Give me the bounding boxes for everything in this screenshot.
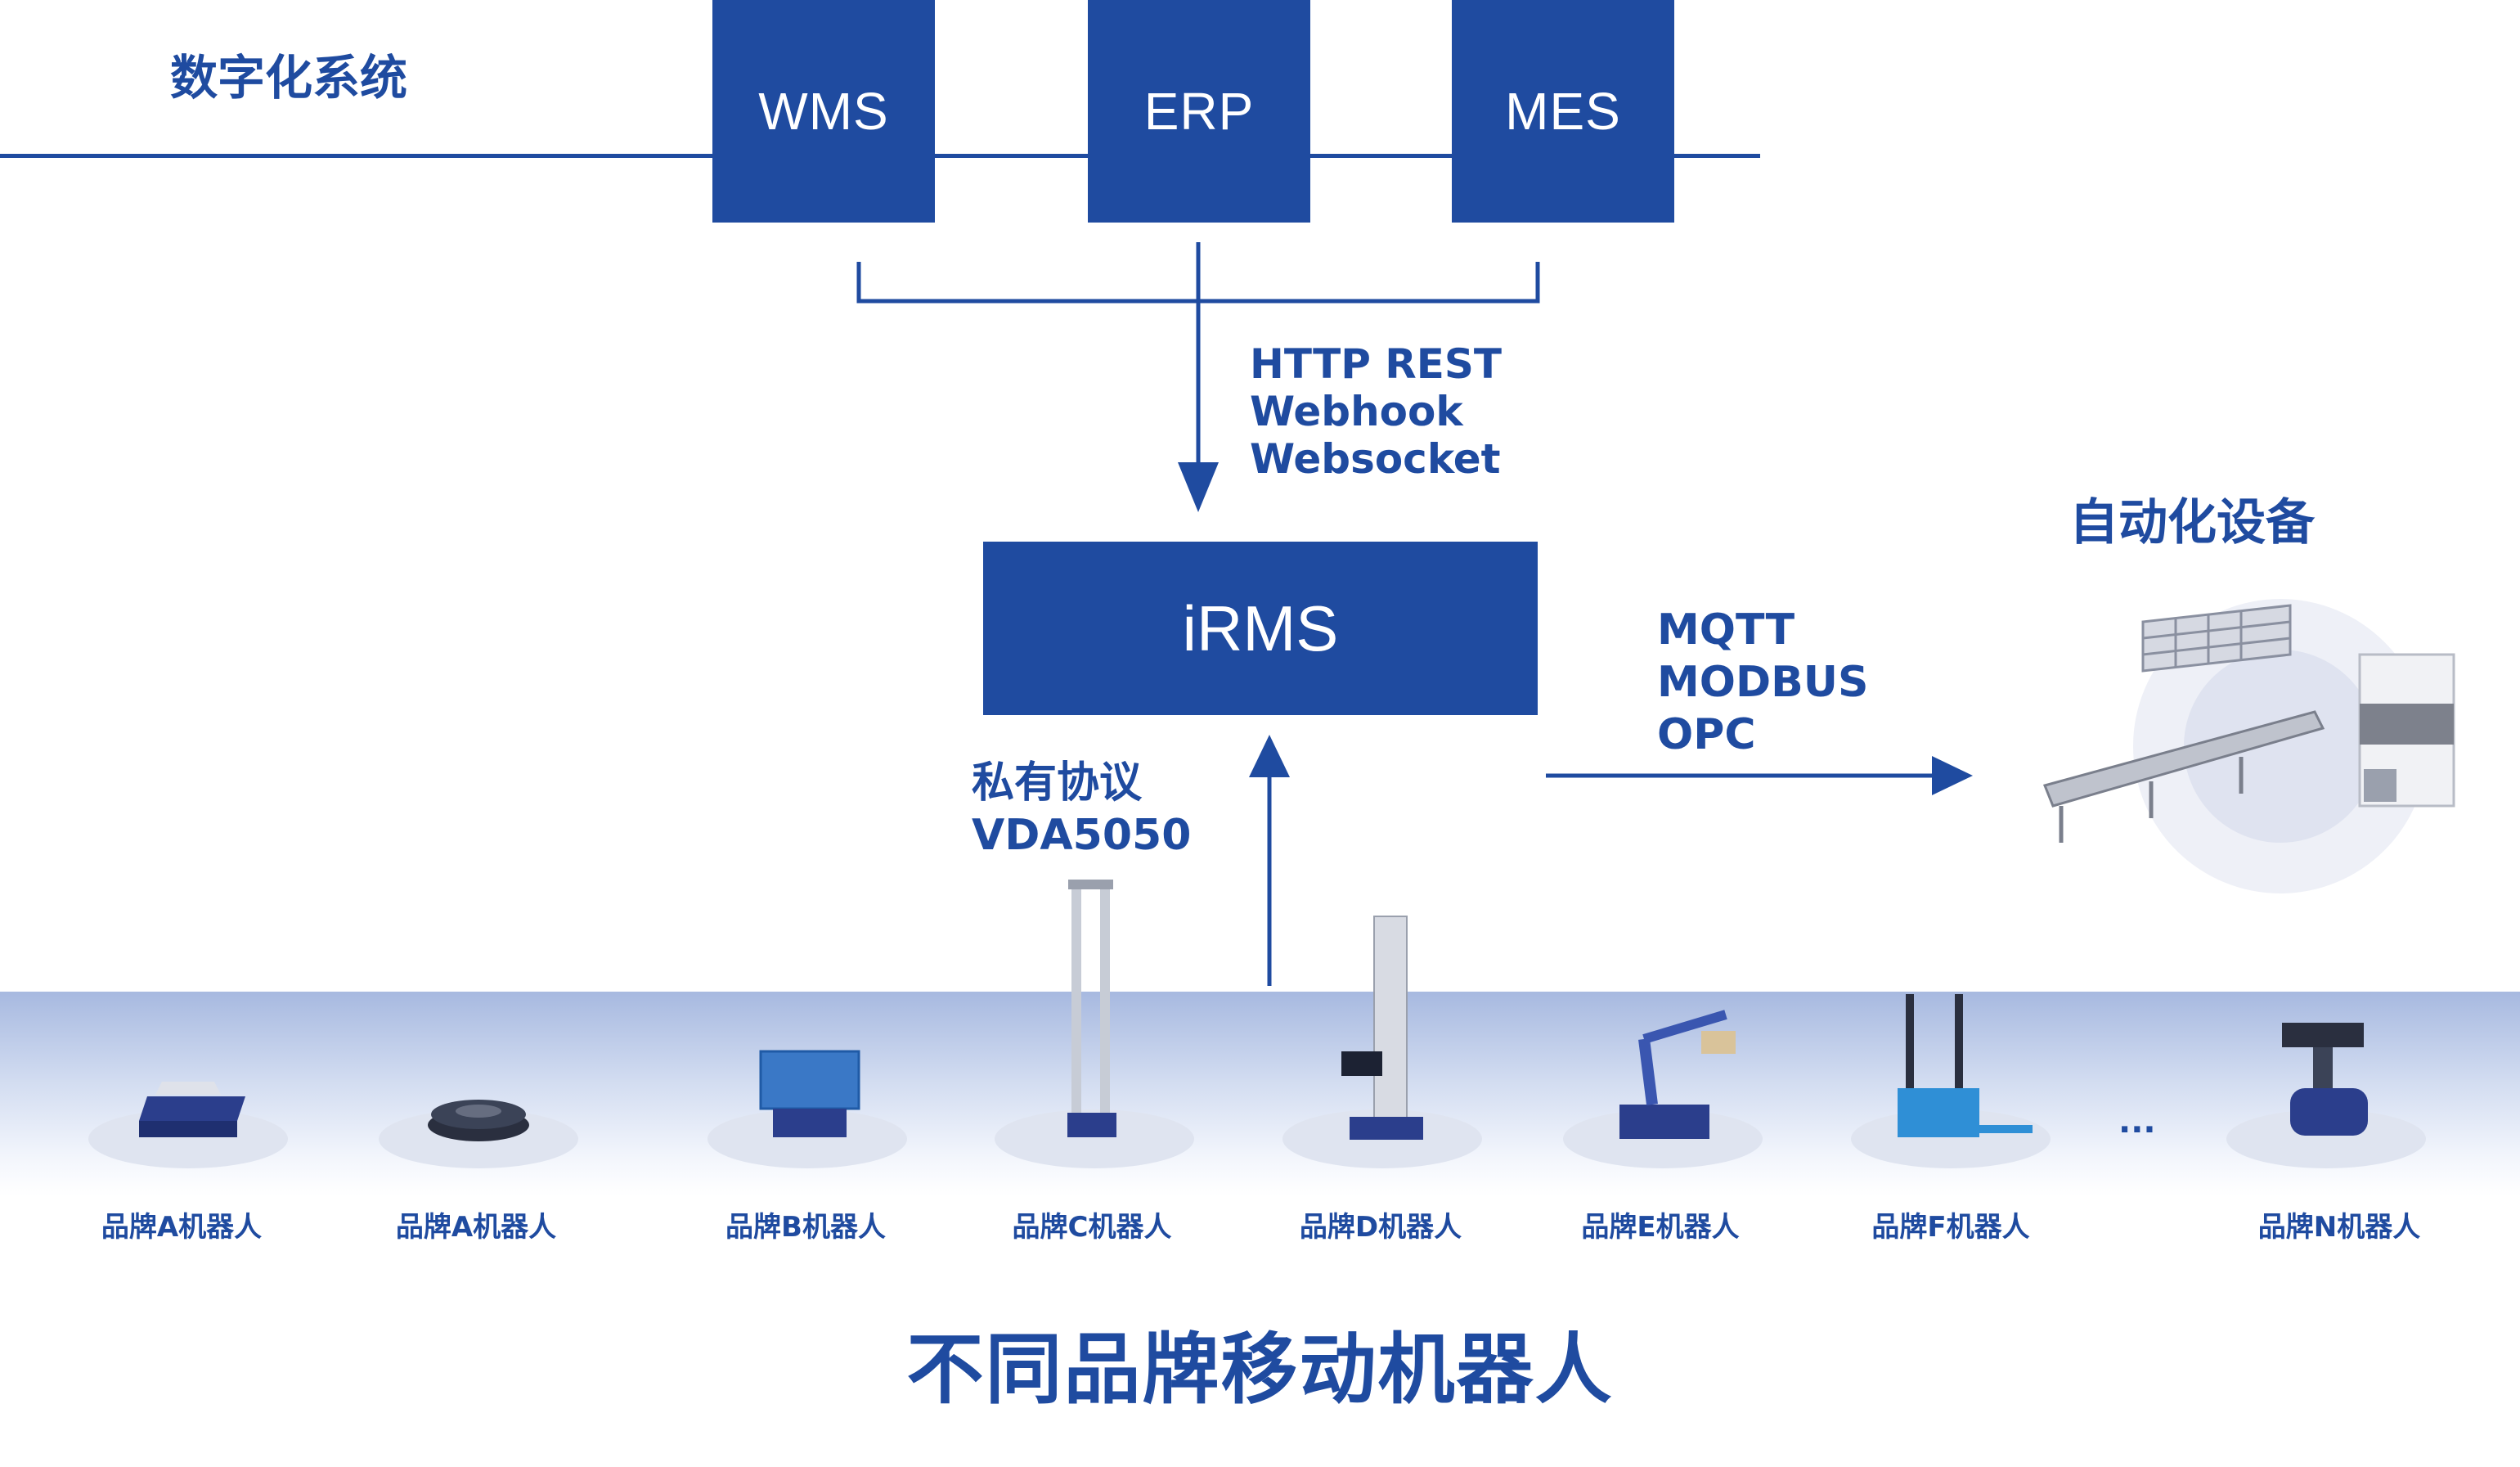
automation-title: 自动化设备 <box>2069 494 2315 551</box>
robot-label-c: 品牌C机器人 <box>1012 1211 1172 1244</box>
up-arrow-head <box>1249 735 1290 777</box>
conveyor-icon <box>2042 710 2325 843</box>
upper-protocol-list: HTTP REST Webhook Websocket <box>1250 340 1502 483</box>
robot-a2-icon <box>428 1100 529 1141</box>
automation-protocol-list: MQTT MODBUS OPC <box>1657 604 1868 761</box>
robot-d-icon <box>1341 916 1423 1140</box>
cabinet-icon <box>2358 653 2455 808</box>
robot-b-icon <box>759 1050 860 1137</box>
wms-box[interactable]: WMS <box>712 0 935 223</box>
robot-label-d: 品牌D机器人 <box>1299 1211 1462 1244</box>
down-arrow-head <box>1178 462 1219 512</box>
protocol-webhook: Webhook <box>1250 388 1463 435</box>
robot-label-a1: 品牌A机器人 <box>101 1211 263 1244</box>
digital-systems-title: 数字化系统 <box>170 50 408 106</box>
robot-a1-icon <box>139 1082 245 1137</box>
protocol-modbus: MODBUS <box>1657 658 1869 707</box>
robot-label-n: 品牌N机器人 <box>2257 1211 2421 1244</box>
robot-c-icon <box>1067 880 1116 1137</box>
protocol-private: 私有协议 <box>972 758 1143 808</box>
robot-f-icon <box>1898 994 2033 1137</box>
protocol-http-rest: HTTP REST <box>1250 340 1503 388</box>
robots-title: 不同品牌移动机器人 <box>906 1325 1614 1415</box>
shelving-icon <box>2141 604 2292 673</box>
lower-protocol-list: 私有协议 VDA5050 <box>972 757 1191 862</box>
protocol-mqtt: MQTT <box>1657 605 1795 655</box>
robot-label-b: 品牌B机器人 <box>725 1211 886 1244</box>
protocol-opc: OPC <box>1657 710 1756 759</box>
right-arrow-head <box>1932 756 1973 795</box>
irms-box[interactable]: iRMS <box>983 542 1538 715</box>
protocol-vda5050: VDA5050 <box>972 811 1192 860</box>
robot-label-f: 品牌F机器人 <box>1871 1211 2030 1244</box>
robot-ellipsis: ... <box>2118 1103 2156 1141</box>
robot-label-a2: 品牌A机器人 <box>395 1211 557 1244</box>
robot-n-icon <box>2282 1023 2368 1136</box>
robot-label-e: 品牌E机器人 <box>1581 1211 1740 1244</box>
erp-box[interactable]: ERP <box>1088 0 1310 223</box>
mes-box[interactable]: MES <box>1452 0 1674 223</box>
protocol-websocket: Websocket <box>1250 435 1501 483</box>
robot-e-icon <box>1619 1010 1736 1139</box>
